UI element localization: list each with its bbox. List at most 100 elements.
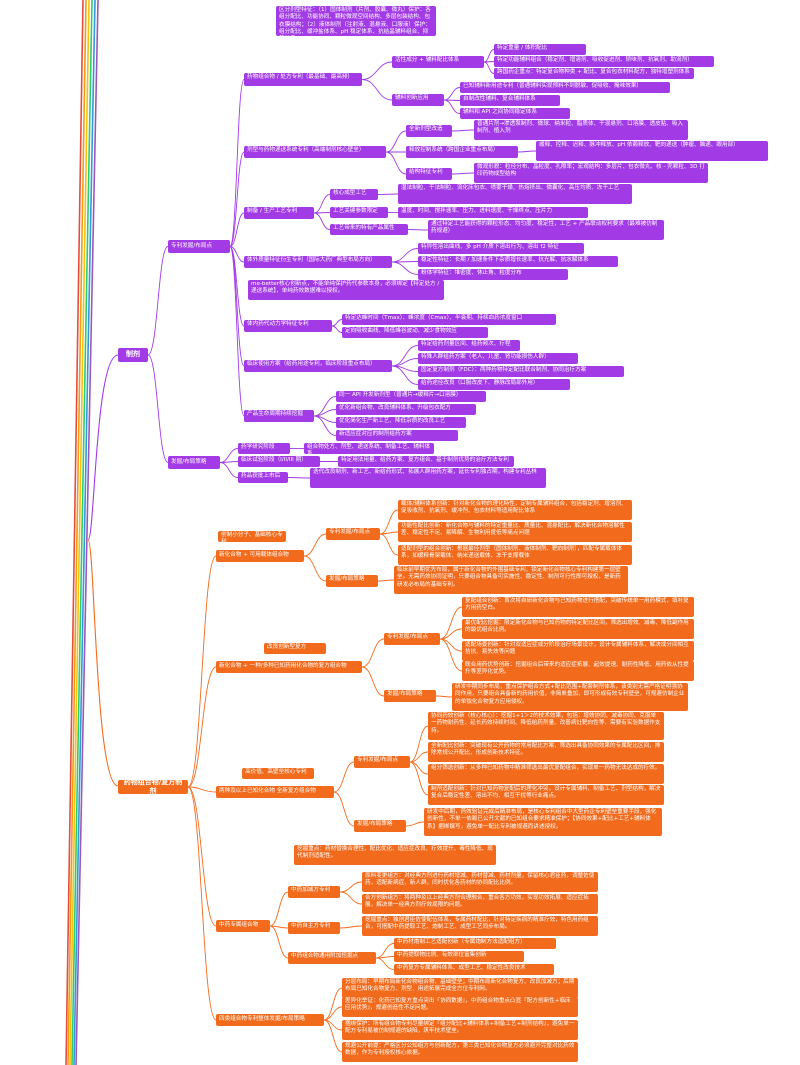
- node-tcm-extra[interactable]: 中药组合物通用附加挖掘点: [288, 952, 376, 964]
- leaf-node[interactable]: 全新配比创新：突破现有公开药物的常用配比方案，筛选出具备协同效果的专属配比区间，…: [428, 742, 664, 762]
- leaf-node[interactable]: 新适应症对应的制剂给药方案: [336, 430, 458, 441]
- leaf-node[interactable]: 研发中期同步布局，重点保护组合方式+配比范围+配套制剂体系，该类别无需严格证明强…: [452, 683, 688, 711]
- node-strategy[interactable]: 发掘/布局策略: [384, 690, 436, 702]
- node-stage-research[interactable]: 药学研究阶段: [238, 443, 290, 454]
- leaf-node[interactable]: 原料变更组方：对经典方剂进行药材增减、药材替减、药材剂量，保留核心君臣药，调整佐…: [362, 872, 598, 892]
- leaf-node[interactable]: 自制改性辅料、复合辅料体系: [460, 95, 560, 106]
- leaf-node[interactable]: 联合用药优势创新：挖掘组合后带来的适应症拓展、起效提速、耐药性降低、用药依从性提…: [462, 661, 694, 681]
- connector: [187, 786, 217, 793]
- leaf-node[interactable]: 辅料和 API 之间协同稳定体系: [460, 108, 570, 119]
- leaf-node[interactable]: 制剂适配创新：针对已知药物复配后的理化冲突，设计专属辅料、制备工艺、剂型结构，解…: [428, 785, 664, 805]
- node-stage-postmarket[interactable]: 药品获批上市后: [238, 472, 288, 483]
- node-new-dosage-form[interactable]: 全新剂型改造: [406, 125, 452, 137]
- node-tcm-note[interactable]: 挖掘重点：药材替换合理性、配比优化、适应症改良、疗效提升、毒性降低、现代制剂适配…: [294, 845, 496, 865]
- trunk-connector: [87, 354, 119, 541]
- branch-new-known-combo[interactable]: 新化合物 + 一种/多种已知药用化合物的复方组合物: [216, 661, 362, 673]
- leaf-node[interactable]: 研发中后期，药效验证完成后精准布局，是核心专利组合中大型药企专利壁垒重要手段，强…: [424, 808, 662, 836]
- leaf-node[interactable]: 中药提取物比例、有效部位富集创新: [394, 951, 524, 962]
- node-clinical-use[interactable]: 临床使用方案（给药用途专利，临床阶段重点布局）: [244, 360, 392, 372]
- leaf-node[interactable]: 特定达峰时间（Tmax）、峰浓度（Cmax）、半衰期、持续血药浓度窗口: [342, 314, 556, 325]
- leaf-node[interactable]: 特异性溶出曲线、多 pH 介质下溶出行为、溶出 f2 特征: [418, 243, 584, 254]
- node-composition-patent[interactable]: 药物组合物 / 处方专利（最基础、最高频）: [244, 73, 362, 86]
- leaf-node[interactable]: 功能性配比创新：新化合物与辅料的特定重量比、质量比、混悬配比，解决新化合物溶解性…: [398, 522, 632, 542]
- connector: [391, 248, 419, 263]
- leaf-node[interactable]: 中药材炮制工艺适配创新（专属炮制方法适配组方）: [394, 938, 556, 949]
- node-tag[interactable]: 创制小分子、基础核心专利: [218, 531, 286, 542]
- leaf-node[interactable]: 特定重量 / 体积配比: [494, 44, 586, 55]
- branch-patent-points[interactable]: 专利发掘/布局点: [168, 240, 230, 253]
- node-core-process[interactable]: 核心成型工艺: [330, 189, 378, 200]
- leaf-node[interactable]: 同一 API 开发新剂型（普通片→缓释片→口溶膜）: [336, 391, 486, 402]
- node-process-attributes[interactable]: 工艺带来的特有产品属性: [330, 224, 408, 235]
- node-structure-feature[interactable]: 结构特征专利: [406, 168, 452, 180]
- node-tag[interactable]: 高价值、高壁垒核心专利: [242, 768, 314, 779]
- node-delivery-system[interactable]: 剂型与药物递送系统专利（高端制剂核心壁垒）: [244, 146, 386, 158]
- leaf-node[interactable]: 给药途径改良（口服改皮下、静脉改局部外用）: [418, 379, 570, 390]
- leaf-node[interactable]: 稳定性特征：长期 / 加速条件下杂质增长速率、抗光解、抗水解体系: [418, 256, 618, 267]
- leaf-node[interactable]: 通过特定工艺能获得的颗粒形态、均匀度、稳定性，工艺 + 产品联动权利要求（最难被…: [428, 220, 664, 240]
- leaf-node[interactable]: 捆绑保护：所有组合物专利尽量绑定『组分配比+辅料体系+制备工艺+制剂结构』，避免…: [342, 1020, 578, 1040]
- connector: [443, 99, 461, 114]
- node-intro-text[interactable]: 区分剂型特征：（1）固体制剂（片剂、胶囊、微丸）保护：各组分配比、功能协同、颗粒…: [276, 6, 436, 36]
- leaf-node[interactable]: 跨国药企重点：特定复合物种类 + 配比、复合包衣材料配方，独特增塑剂体系: [494, 68, 694, 79]
- leaf-node[interactable]: 临床前早期优先布局，属于新化合物的外围基础专利，锁定新化合物核心专利构建第一层壁…: [394, 566, 628, 594]
- leaf-node[interactable]: 差异化举证：化药已知复方重点突出『协同数据』，中药组合物重点凸显『配方创新性+临…: [342, 997, 578, 1017]
- node-pk-note[interactable]: me-better核心创新点，不能单纯保护药代参数本身，必须绑定【特定处方 / …: [248, 280, 444, 300]
- node-excipient-innovation[interactable]: 辅料创新应用: [392, 94, 444, 106]
- node-patent-points[interactable]: 专利发掘/布局点: [326, 528, 380, 540]
- leaf-node[interactable]: 温度、时间、搅拌速率、压力、进料速度、干燥终点、压片力: [398, 207, 588, 218]
- node-strategy[interactable]: 发掘/布局策略: [354, 820, 406, 832]
- leaf-node[interactable]: 复配组合创新：首次将自研新化合物与已知药物进行搭配，突破传统单一用药模式，填补复…: [462, 597, 694, 617]
- leaf-node[interactable]: 协同药效创新（核心核心）：挖掘1+1＞2的技术效果，包括：增效协同、减毒协同、克…: [428, 712, 664, 740]
- leaf-node[interactable]: 粉体学特征：堆密度、休止角、粒度分布: [418, 269, 568, 280]
- node-invitro-quality[interactable]: 体外质量特征衍生专利（国际大药厂典型布局方向）: [244, 256, 392, 268]
- node-tag[interactable]: 改良创新型复方: [264, 643, 326, 654]
- branch-known-compounds-combo[interactable]: 两种及以上已知化合物 全新复方组合物: [216, 786, 334, 798]
- leaf-node[interactable]: 微观形貌：粒径分布、晶粒度、孔隙率；宏观结构：多层片、包衣微丸、核 - 壳颗粒、…: [474, 163, 708, 183]
- leaf-node[interactable]: 适配场景创新：针对双适应症或分阶段治疗场景设计，设计专属辅料体系，解决成分间相互…: [462, 641, 694, 661]
- leaf-node[interactable]: 普通片剂→渗透泵制剂、微球、纳米粒、脂质体、干混悬剂、口溶膜、透皮贴、吸入制剂、…: [474, 120, 688, 140]
- node-process-parameters[interactable]: 工艺关键参数限定: [330, 207, 388, 218]
- leaf-node[interactable]: 适配剂型的组合创新：根据最佳剂型（固体制剂、液体制剂、靶向制剂），匹配专属载体体…: [398, 545, 632, 565]
- branch-new-compound-carrier[interactable]: 新化合物 + 可用载体组合物: [216, 550, 304, 562]
- node-tcm-modified[interactable]: 中药加减方专利: [288, 886, 340, 898]
- node-patent-points[interactable]: 专利发掘/布局点: [354, 756, 410, 768]
- leaf-node[interactable]: 定向吸收曲线、降低峰谷波动、减少食物效应: [342, 327, 488, 338]
- node-release-control[interactable]: 释放控制系统（跨国企业重点布局）: [406, 146, 518, 158]
- leaf-node[interactable]: 优化简化生产新工艺、降低杂质的改良工艺: [336, 417, 466, 428]
- node-tcm-original[interactable]: 中药自主方专利: [288, 922, 340, 934]
- branch-tcm-composition[interactable]: 中药专属组合物: [216, 920, 270, 932]
- leaf-node[interactable]: 湿法制粒、干法制粒、流化床包衣、喷雾干燥、热熔挤出、微囊化、高压均质、冻干工艺: [398, 184, 632, 204]
- leaf-node[interactable]: 优化新组合物、改良辅料体系、升级包衣配方: [336, 404, 476, 415]
- leaf-node[interactable]: 挖掘重点：独创君臣佐使配伍体系，专属药材配比，针对特定疾病的精准疗效，特色用药组…: [362, 916, 598, 936]
- section-root-composition[interactable]: 药物组合物/复方制剂: [118, 780, 188, 794]
- leaf-node[interactable]: 迭代改良制剂、新工艺、新给药形式、拓展人群用药方案，延长专利独占期，构建专利丛林: [310, 468, 546, 488]
- leaf-node[interactable]: 特殊人群给药方案（老人、儿童、肾功能损伤人群）: [418, 353, 578, 364]
- leaf-node[interactable]: 特定用法用量、给药方案、复方组合、基于制剂优势的治疗方法专利: [338, 456, 514, 467]
- branch-overall-strategy[interactable]: 四类组合物专利整体发掘/布局策略: [216, 1014, 324, 1026]
- leaf-node[interactable]: 规避公开前提：严格区分公知组方与创新配方，第三类已知化合物复方必须避开完整对比药…: [342, 1042, 578, 1062]
- leaf-node[interactable]: 已知辅料新用途专利（普通辅料实现预料不到脱敏、促吸收、掩味效果）: [460, 82, 670, 93]
- leaf-node[interactable]: 组合物处方、剂型、递送系统、制备工艺、辅料体系: [304, 443, 434, 454]
- leaf-node[interactable]: 最优配比挖掘：限定新化合物与已知药物的特定配比区间，筛选出增效、减毒、降低副作用…: [462, 619, 694, 639]
- leaf-node[interactable]: 载体/辅料体系创新：针对新化合物的理化特性，定制专属辅料组合，包括稳定剂、增溶剂…: [398, 500, 632, 520]
- leaf-node[interactable]: 缓释、控释、迟释、脉冲释放、pH 依赖释放、靶向递送（肿瘤、脑递、眼用部）: [536, 141, 768, 161]
- leaf-node[interactable]: 特定给药剂量区间、给药频次、疗程: [418, 340, 520, 351]
- node-pk-patent[interactable]: 体内药代动力学特征专利: [244, 320, 332, 332]
- leaf-node[interactable]: 组分筛选创新：从多种已知药物中精准筛选出最优复配组合，实现单一药物无法达成的疗效…: [428, 764, 664, 784]
- branch-strategy[interactable]: 发掘/布局策略: [168, 456, 220, 469]
- leaf-node[interactable]: 中药复方专属辅料体系、成型工艺、稳定性改良技术: [394, 964, 554, 975]
- leaf-node[interactable]: 分层布局：早期布局新化合物组合物、基础壁垒；中期布局新化合物复方、改良加减方；后…: [342, 978, 578, 998]
- leaf-node[interactable]: 合方创新组方：将两种及以上经典方剂合理融合，重合各方功效，实现功效拓展、适应症拓…: [362, 894, 598, 914]
- section-root-preparation[interactable]: 制剂: [118, 348, 148, 362]
- node-process-patent[interactable]: 制备 / 生产工艺专利: [244, 207, 314, 219]
- connector: [333, 791, 355, 827]
- leaf-node[interactable]: 固定复方制剂（FDC）：两种药物特定配比联合制剂、协同治疗方案: [418, 366, 624, 377]
- node-stage-clinical[interactable]: 临床试验阶段（I/II/III 期）: [238, 456, 320, 467]
- node-patent-points[interactable]: 专利发掘/布局点: [384, 633, 440, 645]
- node-active-excipient[interactable]: 活性成分 + 辅料配比体系: [392, 56, 484, 68]
- node-lifecycle[interactable]: 产品生命周期持续挖掘: [244, 410, 314, 422]
- connector: [517, 150, 537, 153]
- node-strategy[interactable]: 发掘/布局策略: [326, 575, 378, 587]
- leaf-node[interactable]: 特定功能辅料组合（稳定剂、增溶剂、吸收促进剂、矫味剂、抗氧剂、助流剂）: [494, 56, 714, 67]
